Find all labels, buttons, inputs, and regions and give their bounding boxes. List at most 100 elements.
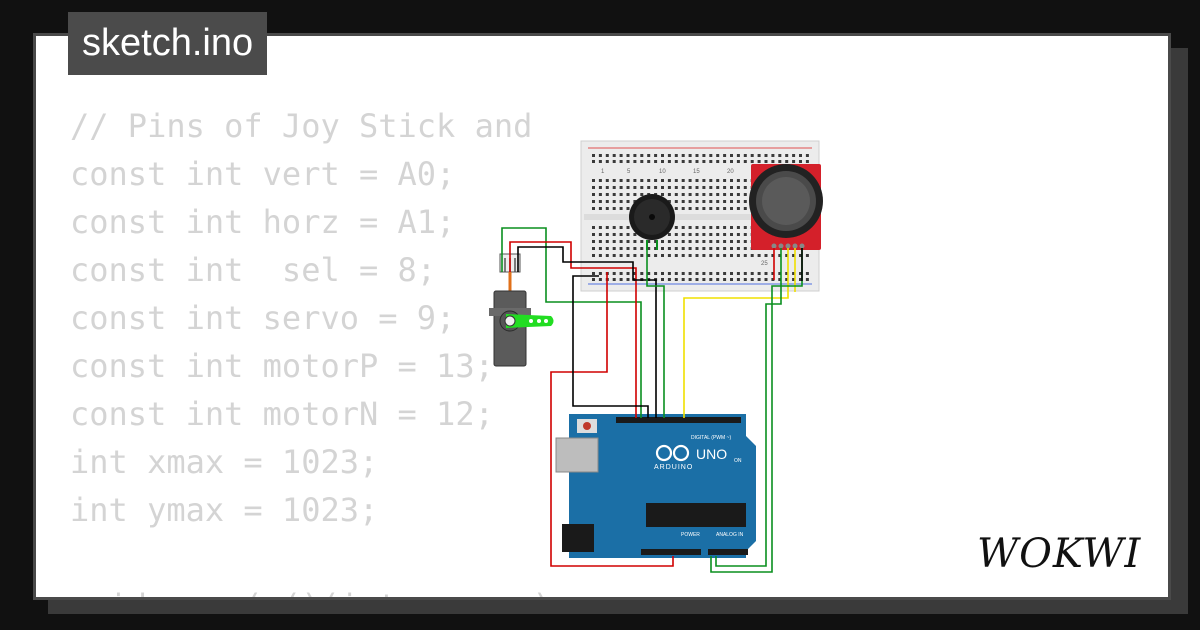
breadboard-hole <box>723 160 727 163</box>
breadboard-hole <box>757 160 761 163</box>
breadboard-hole <box>647 240 651 243</box>
breadboard-hole <box>647 160 651 163</box>
breadboard-hole <box>716 179 720 182</box>
breadboard-hole <box>661 193 664 196</box>
breadboard-hole <box>792 254 796 257</box>
breadboard-hole <box>598 200 602 203</box>
breadboard-hole <box>716 193 720 196</box>
breadboard-hole <box>778 154 782 157</box>
breadboard-hole <box>626 160 630 163</box>
breadboard-hole <box>716 233 720 236</box>
breadboard-hole <box>805 278 809 281</box>
breadboard-hole <box>709 154 713 157</box>
breadboard-hole <box>681 240 685 243</box>
breadboard-number: 1 <box>601 169 605 175</box>
breadboard-hole <box>598 272 602 275</box>
breadboard-hole <box>667 247 671 250</box>
breadboard-hole <box>771 272 775 275</box>
code-line-8: int xmax = 1023; <box>70 443 379 481</box>
breadboard-number: 5 <box>627 169 631 175</box>
breadboard-number: 15 <box>693 169 700 175</box>
breadboard-hole <box>605 207 609 210</box>
breadboard-hole <box>730 240 733 243</box>
breadboard-hole <box>688 247 692 250</box>
breadboard-hole <box>674 272 678 275</box>
breadboard-hole <box>716 186 720 189</box>
breadboard-hole <box>702 160 706 163</box>
breadboard-hole <box>688 278 692 281</box>
arduino-uno-board[interactable]: UNO ARDUINO DIGITAL (PWM ~) ANALOG IN PO… <box>555 414 756 558</box>
breadboard-hole <box>688 240 692 243</box>
breadboard-hole <box>709 254 713 257</box>
breadboard-hole <box>688 193 692 196</box>
breadboard-hole <box>688 207 692 210</box>
breadboard-hole <box>702 240 706 243</box>
breadboard-hole <box>688 254 692 257</box>
breadboard-hole <box>730 247 733 250</box>
breadboard-hole <box>764 160 768 163</box>
breadboard-hole <box>605 247 609 250</box>
breadboard-hole <box>723 240 727 243</box>
breadboard-hole <box>799 278 802 281</box>
breadboard-hole <box>605 240 609 243</box>
joystick-module[interactable] <box>749 164 823 250</box>
breadboard-hole <box>598 154 602 157</box>
code-line-7: const int motorN = 12; <box>70 395 494 433</box>
breadboard-hole <box>695 247 699 250</box>
breadboard-hole <box>764 278 768 281</box>
breadboard-hole <box>667 278 671 281</box>
breadboard-hole <box>626 179 630 182</box>
code-line-5: const int servo = 9; <box>70 299 456 337</box>
breadboard-hole <box>605 179 609 182</box>
digital-label: DIGITAL (PWM ~) <box>691 435 731 441</box>
breadboard-hole <box>640 254 644 257</box>
breadboard-hole <box>647 272 651 275</box>
breadboard-number: 20 <box>727 169 734 175</box>
breadboard-hole <box>598 160 602 163</box>
breadboard-hole <box>647 247 651 250</box>
breadboard-hole <box>592 186 595 189</box>
breadboard-hole <box>681 247 685 250</box>
board-brand: ARDUINO <box>654 464 693 471</box>
breadboard-hole <box>605 193 609 196</box>
breadboard-hole <box>681 179 685 182</box>
breadboard-hole <box>723 193 727 196</box>
breadboard-hole <box>654 254 658 257</box>
breadboard-hole <box>654 272 658 275</box>
breadboard-hole <box>736 200 740 203</box>
breadboard-hole <box>661 160 664 163</box>
breadboard-hole <box>792 272 796 275</box>
breadboard-hole <box>750 160 754 163</box>
breadboard-hole <box>681 154 685 157</box>
breadboard-hole <box>688 233 692 236</box>
breadboard-hole <box>743 186 747 189</box>
breadboard-hole <box>654 186 658 189</box>
buzzer[interactable] <box>629 194 675 250</box>
breadboard-hole <box>661 272 664 275</box>
code-line-2: const int vert = A0; <box>70 155 456 193</box>
breadboard-hole <box>716 160 720 163</box>
breadboard-hole <box>757 272 761 275</box>
breadboard-hole <box>681 278 685 281</box>
breadboard-hole <box>709 278 713 281</box>
file-tab-title[interactable]: sketch.ino <box>68 12 268 75</box>
breadboard-hole <box>667 240 671 243</box>
breadboard-hole <box>805 254 809 257</box>
breadboard-hole <box>778 254 782 257</box>
breadboard-hole <box>619 254 623 257</box>
breadboard-hole <box>626 233 630 236</box>
breadboard-hole <box>612 154 616 157</box>
breadboard-hole <box>785 272 789 275</box>
breadboard-hole <box>750 278 754 281</box>
on-label: ON <box>734 458 742 464</box>
breadboard-hole <box>674 207 678 210</box>
breadboard-hole <box>716 200 720 203</box>
breadboard-hole <box>633 179 637 182</box>
breadboard-hole <box>743 240 747 243</box>
breadboard-hole <box>702 247 706 250</box>
servo-motor[interactable] <box>489 253 554 367</box>
breadboard-hole <box>736 254 740 257</box>
code-line-4: const int sel = 8; <box>70 251 437 289</box>
breadboard-hole <box>702 272 706 275</box>
